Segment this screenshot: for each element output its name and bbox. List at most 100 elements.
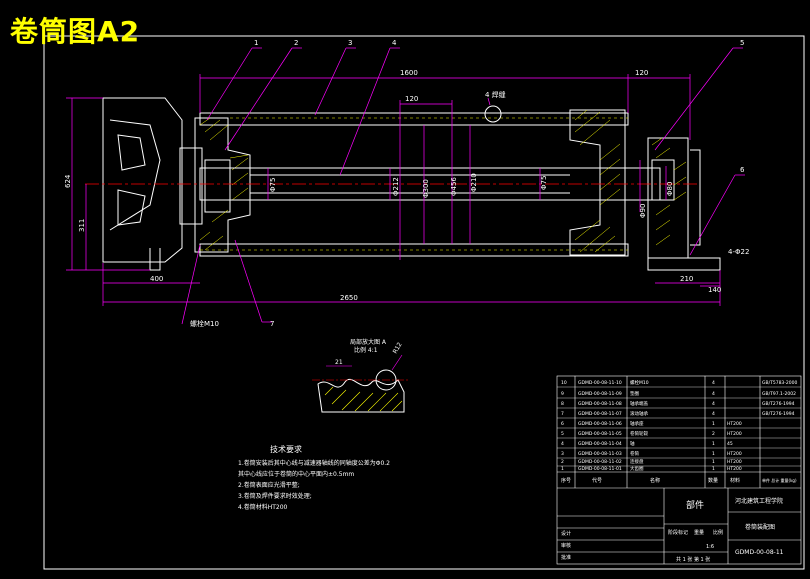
design-label: 设计 bbox=[561, 530, 571, 537]
parts-cell-code: GDMD-00-08-11-06 bbox=[578, 421, 622, 427]
parts-cell-code: GDMD-00-08-11-01 bbox=[578, 466, 622, 472]
reducer-housing bbox=[102, 97, 203, 271]
header-name: 名称 bbox=[650, 477, 660, 484]
balloon-5: 5 bbox=[740, 39, 744, 47]
dim-311: 311 bbox=[78, 219, 86, 232]
parts-cell-qty: 1 bbox=[712, 441, 715, 447]
parts-cell-qty: 1 bbox=[712, 451, 715, 457]
parts-cell-qty: 4 bbox=[712, 380, 715, 386]
parts-cell-note: GB/T97.1-2002 bbox=[762, 391, 796, 397]
parts-cell-note: GB/T5783-2000 bbox=[762, 380, 798, 386]
dim-phi-c: Φ456 bbox=[450, 177, 458, 196]
parts-cell-material: 45 bbox=[727, 441, 733, 447]
dim-210: 210 bbox=[680, 275, 693, 283]
title-block-text: 序号 代号 名称 数量 材料 单件 总计 重量(kg) 部件 河北建筑工程学院 … bbox=[561, 477, 797, 563]
header-material: 材料 bbox=[730, 477, 740, 484]
parts-cell-no: 4 bbox=[561, 441, 564, 447]
parts-cell-material: HT200 bbox=[727, 466, 742, 472]
parts-table bbox=[556, 375, 802, 565]
check-label: 审核 bbox=[561, 542, 571, 549]
scale: 1:6 bbox=[706, 544, 714, 550]
parts-cell-code: GDMD-00-08-11-09 bbox=[578, 391, 622, 397]
parts-cell-name: 滚动轴承 bbox=[630, 410, 648, 417]
parts-cell-note: GB/T276-1994 bbox=[762, 401, 795, 407]
dim-phi-f: Φ90 bbox=[639, 204, 647, 218]
dim-140: 140 bbox=[708, 286, 721, 294]
header-qty: 数量 bbox=[708, 477, 718, 484]
note-line: 4.卷筒材料HT200 bbox=[238, 504, 288, 511]
drawing-no: GDMD-00-08-11 bbox=[735, 549, 784, 556]
parts-cell-name: 轴承端盖 bbox=[630, 400, 648, 407]
parts-cell-name: 卷筒 bbox=[630, 450, 639, 457]
note-line: 其中心线应位于卷筒的中心平面内±0.5mm bbox=[238, 471, 355, 478]
dim-120a: 120 bbox=[635, 69, 648, 77]
parts-cell-no: 7 bbox=[561, 411, 564, 417]
dim-2650: 2650 bbox=[340, 294, 358, 302]
parts-rows bbox=[557, 386, 801, 467]
parts-cell-qty: 2 bbox=[712, 431, 715, 437]
school-name: 河北建筑工程学院 bbox=[735, 497, 783, 505]
balloon-6: 6 bbox=[740, 166, 745, 174]
parts-cell-no: 6 bbox=[561, 421, 564, 427]
detail-dim-21: 21 bbox=[335, 359, 343, 366]
drawing-name: 卷筒装配图 bbox=[745, 523, 775, 531]
approve-label: 批准 bbox=[561, 554, 571, 561]
leader-lines bbox=[181, 47, 745, 325]
parts-cell-qty: 4 bbox=[712, 411, 715, 417]
dim-phi-shaft-left: Φ75 bbox=[269, 178, 277, 192]
parts-cell-no: 9 bbox=[561, 391, 564, 397]
parts-cell-material: HT200 bbox=[727, 421, 742, 427]
balloon-4: 4 bbox=[392, 39, 397, 47]
detail-label-2: 比例 4:1 bbox=[354, 346, 378, 354]
dim-phi-g: Φ80 bbox=[666, 182, 674, 196]
parts-cell-material: HT200 bbox=[727, 459, 742, 465]
right-hub bbox=[569, 109, 626, 256]
technical-notes: 技术要求 1.卷筒安装后其中心线与减速器轴线的同轴度公差为Φ0.2 其中心线应位… bbox=[238, 445, 390, 513]
parts-cell-qty: 1 bbox=[712, 459, 715, 465]
parts-cell-code: GDMD-00-08-11-04 bbox=[578, 441, 622, 447]
parts-cell-no: 5 bbox=[561, 431, 564, 437]
dim-gap: 4 焊缝 bbox=[485, 90, 506, 99]
parts-cell-note: GB/T276-1994 bbox=[762, 411, 795, 417]
parts-cell-no: 8 bbox=[561, 401, 564, 407]
detail-view: 局部放大图 A 比例 4:1 21 R12 bbox=[312, 338, 410, 413]
parts-cell-no: 2 bbox=[561, 459, 564, 465]
parts-cell-qty: 4 bbox=[712, 391, 715, 397]
dim-phi-a: Φ212 bbox=[392, 177, 400, 196]
stage-label: 阶段标记 bbox=[668, 529, 688, 536]
rope-section bbox=[484, 105, 502, 123]
detail-label-1: 局部放大图 A bbox=[350, 338, 387, 346]
header-code: 代号 bbox=[592, 477, 602, 484]
dim-624: 624 bbox=[64, 174, 72, 188]
parts-cell-material: HT200 bbox=[727, 451, 742, 457]
parts-cell-qty: 4 bbox=[712, 401, 715, 407]
parts-cell-name: 大齿圈 bbox=[630, 465, 644, 472]
dim-phi-b: Φ300 bbox=[422, 179, 430, 198]
drum-hatch bbox=[200, 117, 628, 251]
bolt-label: 螺栓M10 bbox=[190, 319, 219, 328]
bearing-hatch bbox=[651, 137, 687, 246]
header-no: 序号 bbox=[561, 477, 571, 484]
header-note: 单件 总计 重量(kg) bbox=[762, 477, 797, 483]
dim-120b: 120 bbox=[405, 95, 418, 103]
parts-cell-name: 螺栓M10 bbox=[630, 379, 649, 386]
parts-cell-no: 1 bbox=[561, 466, 564, 472]
parts-cell-name: 轴承座 bbox=[630, 420, 644, 427]
parts-cell-code: GDMD-00-08-11-08 bbox=[578, 401, 622, 407]
dim-1600: 1600 bbox=[400, 69, 418, 77]
parts-cell-code: GDMD-00-08-11-03 bbox=[578, 451, 622, 457]
bearing-block bbox=[647, 137, 721, 271]
parts-cell-qty: 1 bbox=[712, 466, 715, 472]
parts-cell-name: 连接盘 bbox=[630, 458, 644, 465]
dimension-texts: 1600 120 120 4 焊缝 624 311 400 2650 210 1… bbox=[64, 69, 749, 328]
parts-cell-code: GDMD-00-08-11-07 bbox=[578, 411, 622, 417]
note-line: 2.卷筒表面应光滑平整; bbox=[238, 482, 300, 489]
part-type: 部件 bbox=[686, 499, 704, 511]
balloon-numbers: 1 2 3 4 5 6 7 bbox=[254, 39, 745, 328]
balloon-3: 3 bbox=[348, 39, 352, 47]
ratio-label: 比例 bbox=[713, 529, 723, 536]
left-hub bbox=[194, 117, 251, 253]
